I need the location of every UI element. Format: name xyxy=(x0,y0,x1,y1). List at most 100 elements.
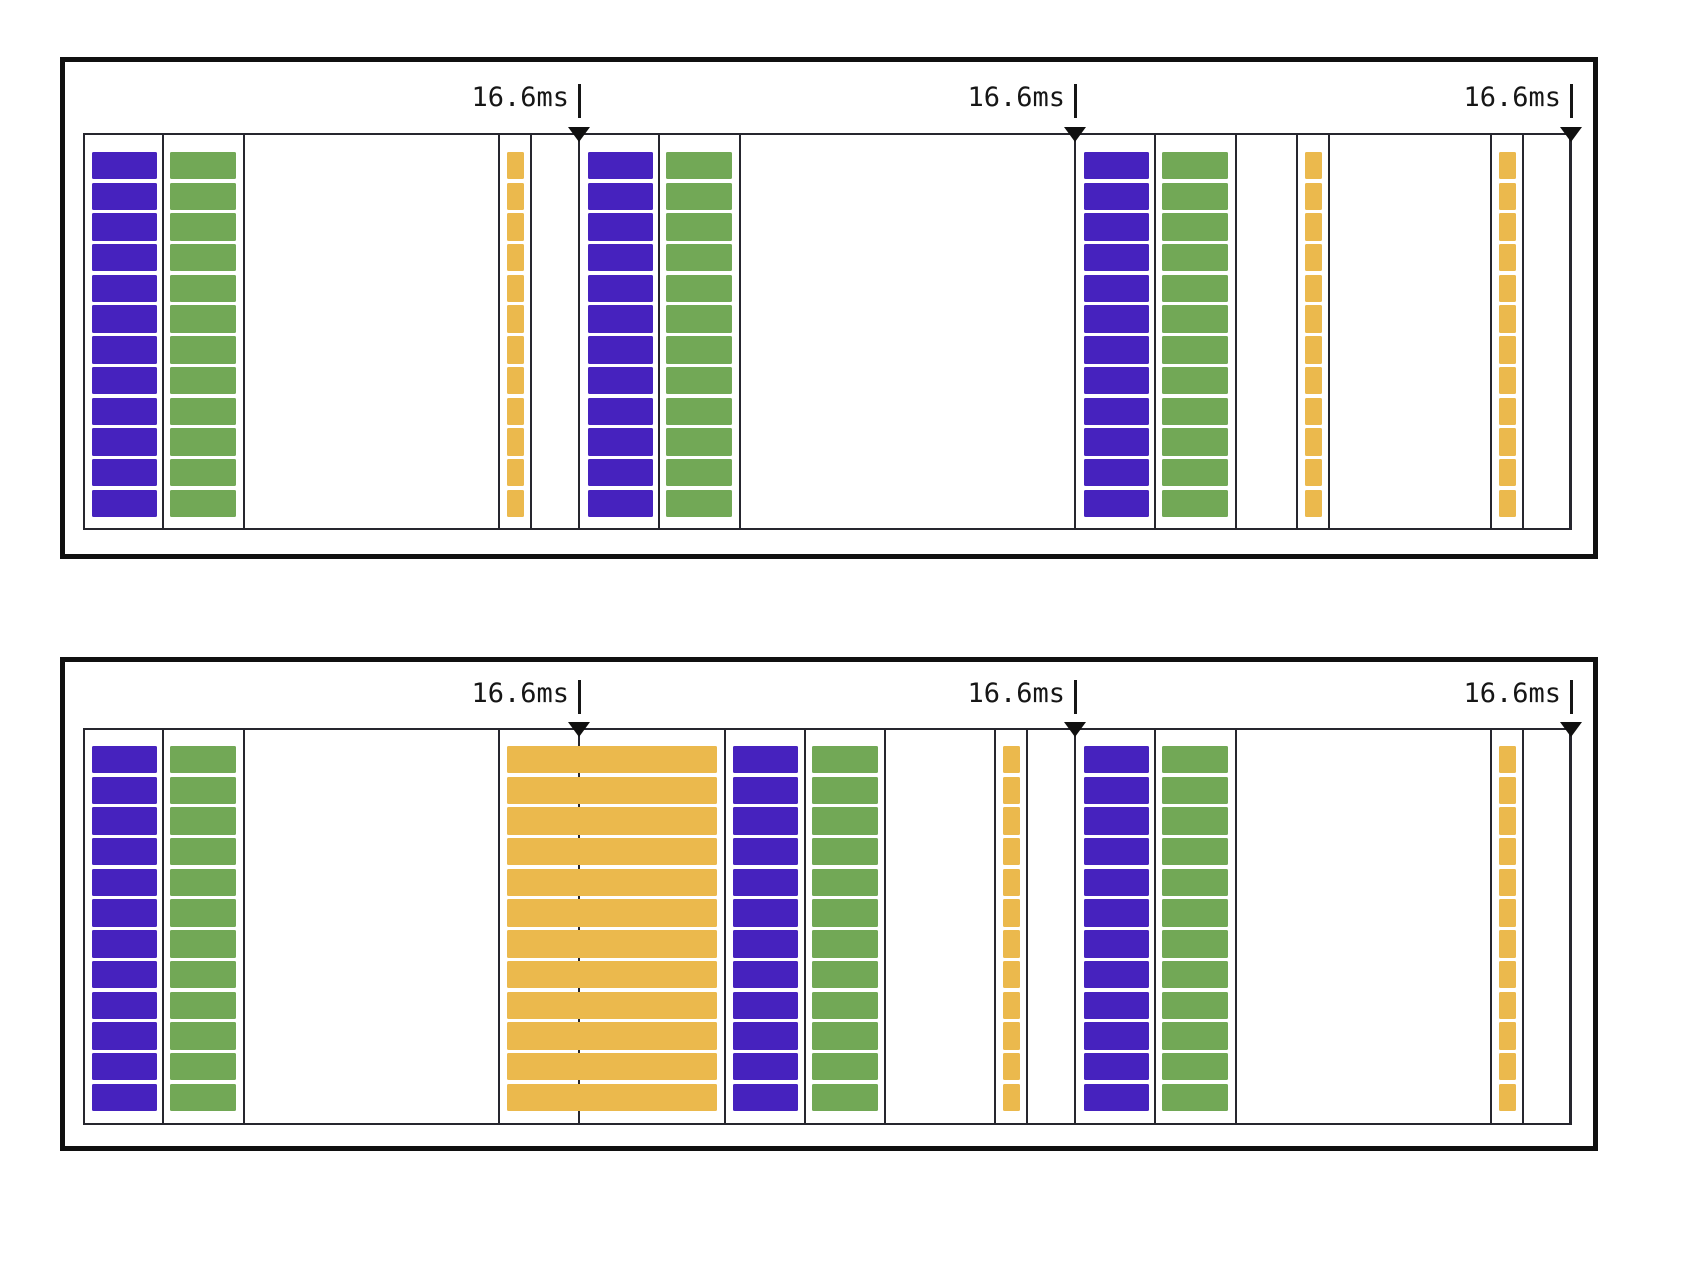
orange-task-block xyxy=(1002,746,1020,774)
purple-task-block xyxy=(1083,336,1149,364)
green-task-block xyxy=(812,776,878,805)
green-task-block xyxy=(1162,1083,1228,1111)
green-task-block xyxy=(1162,868,1228,897)
green-task-column xyxy=(1162,746,1228,1111)
vsync-triangle-marker xyxy=(1064,722,1086,737)
purple-task-block xyxy=(1083,366,1149,395)
purple-task-block xyxy=(1083,930,1149,958)
green-task-block xyxy=(666,458,732,487)
green-task-block xyxy=(1162,213,1228,241)
purple-task-block xyxy=(733,1052,798,1081)
purple-task-block xyxy=(1083,428,1149,456)
green-task-block xyxy=(1162,776,1228,805)
orange-task-column xyxy=(1002,746,1020,1111)
purple-task-block xyxy=(91,899,157,927)
orange-task-block xyxy=(1002,1083,1020,1111)
orange-task-block xyxy=(1498,991,1516,1019)
orange-task-block xyxy=(1498,305,1516,333)
green-task-block xyxy=(170,489,236,517)
orange-task-block xyxy=(1498,397,1516,425)
lane-divider-line xyxy=(803,728,806,1125)
lane-divider-line xyxy=(530,133,532,530)
orange-task-column xyxy=(1498,746,1516,1111)
orange-task-block xyxy=(1498,960,1516,989)
orange-task-block xyxy=(1002,960,1020,989)
orange-task-block xyxy=(1304,244,1322,272)
purple-task-block xyxy=(733,991,798,1019)
purple-task-block xyxy=(1083,960,1149,989)
orange-task-block xyxy=(1304,152,1322,180)
green-task-block xyxy=(1162,458,1228,487)
orange-task-block xyxy=(1304,336,1322,364)
orange-task-block xyxy=(1002,930,1020,958)
purple-task-column xyxy=(1083,746,1149,1111)
green-task-column xyxy=(170,746,236,1111)
purple-task-block xyxy=(733,960,798,989)
lane-divider-line xyxy=(243,133,245,530)
lane-divider-line xyxy=(724,728,726,1125)
lane-divider-line xyxy=(1490,728,1492,1125)
orange-task-block xyxy=(506,213,524,241)
vsync-triangle-marker xyxy=(568,127,590,142)
purple-task-block xyxy=(587,244,653,272)
purple-task-block xyxy=(587,305,653,333)
purple-task-block xyxy=(587,152,653,180)
green-task-block xyxy=(812,868,878,897)
green-task-block xyxy=(170,336,236,364)
purple-task-block xyxy=(91,336,157,364)
green-task-block xyxy=(170,366,236,395)
green-task-block xyxy=(812,807,878,835)
orange-task-block xyxy=(506,458,524,487)
green-task-block xyxy=(812,746,878,774)
green-task-block xyxy=(1162,991,1228,1019)
purple-task-column xyxy=(733,746,798,1111)
green-task-block xyxy=(1162,807,1228,835)
purple-task-block xyxy=(1083,838,1149,866)
green-task-column xyxy=(1162,152,1228,517)
green-task-column xyxy=(812,746,878,1111)
green-task-block xyxy=(170,1083,236,1111)
purple-task-block xyxy=(587,366,653,395)
green-task-block xyxy=(666,274,732,303)
purple-task-block xyxy=(91,930,157,958)
purple-task-block xyxy=(91,991,157,1019)
purple-task-block xyxy=(733,776,798,805)
orange-task-block xyxy=(506,807,717,835)
vsync-line xyxy=(578,133,580,530)
frame-label-tick xyxy=(1073,680,1077,714)
orange-task-block xyxy=(506,1022,717,1050)
orange-task-block xyxy=(1002,1052,1020,1081)
green-task-block xyxy=(170,899,236,927)
green-task-block xyxy=(1162,366,1228,395)
frame-label-tick xyxy=(1073,84,1077,118)
vsync-line xyxy=(1074,728,1076,1125)
lane-divider-line xyxy=(1522,133,1524,530)
green-task-block xyxy=(812,1052,878,1081)
orange-task-block xyxy=(1498,458,1516,487)
purple-task-block xyxy=(1083,1022,1149,1050)
orange-task-block xyxy=(1498,838,1516,866)
green-task-block xyxy=(1162,305,1228,333)
green-task-block xyxy=(666,213,732,241)
lane-divider-line xyxy=(1235,728,1237,1125)
purple-task-block xyxy=(733,868,798,897)
purple-task-block xyxy=(587,182,653,211)
purple-task-block xyxy=(587,428,653,456)
orange-task-block xyxy=(1002,991,1020,1019)
orange-task-block xyxy=(506,305,524,333)
green-task-block xyxy=(1162,489,1228,517)
orange-task-block xyxy=(1498,336,1516,364)
lane-divider-line xyxy=(1490,133,1492,530)
timeline-track xyxy=(83,133,1571,530)
purple-task-column xyxy=(587,152,653,517)
purple-task-block xyxy=(733,1022,798,1050)
green-task-block xyxy=(1162,1022,1228,1050)
purple-task-block xyxy=(587,397,653,425)
green-task-block xyxy=(812,991,878,1019)
orange-task-column xyxy=(506,746,717,1111)
green-task-block xyxy=(170,776,236,805)
orange-task-block xyxy=(1002,868,1020,897)
green-task-column xyxy=(666,152,732,517)
green-task-block xyxy=(170,213,236,241)
orange-task-block xyxy=(1002,899,1020,927)
